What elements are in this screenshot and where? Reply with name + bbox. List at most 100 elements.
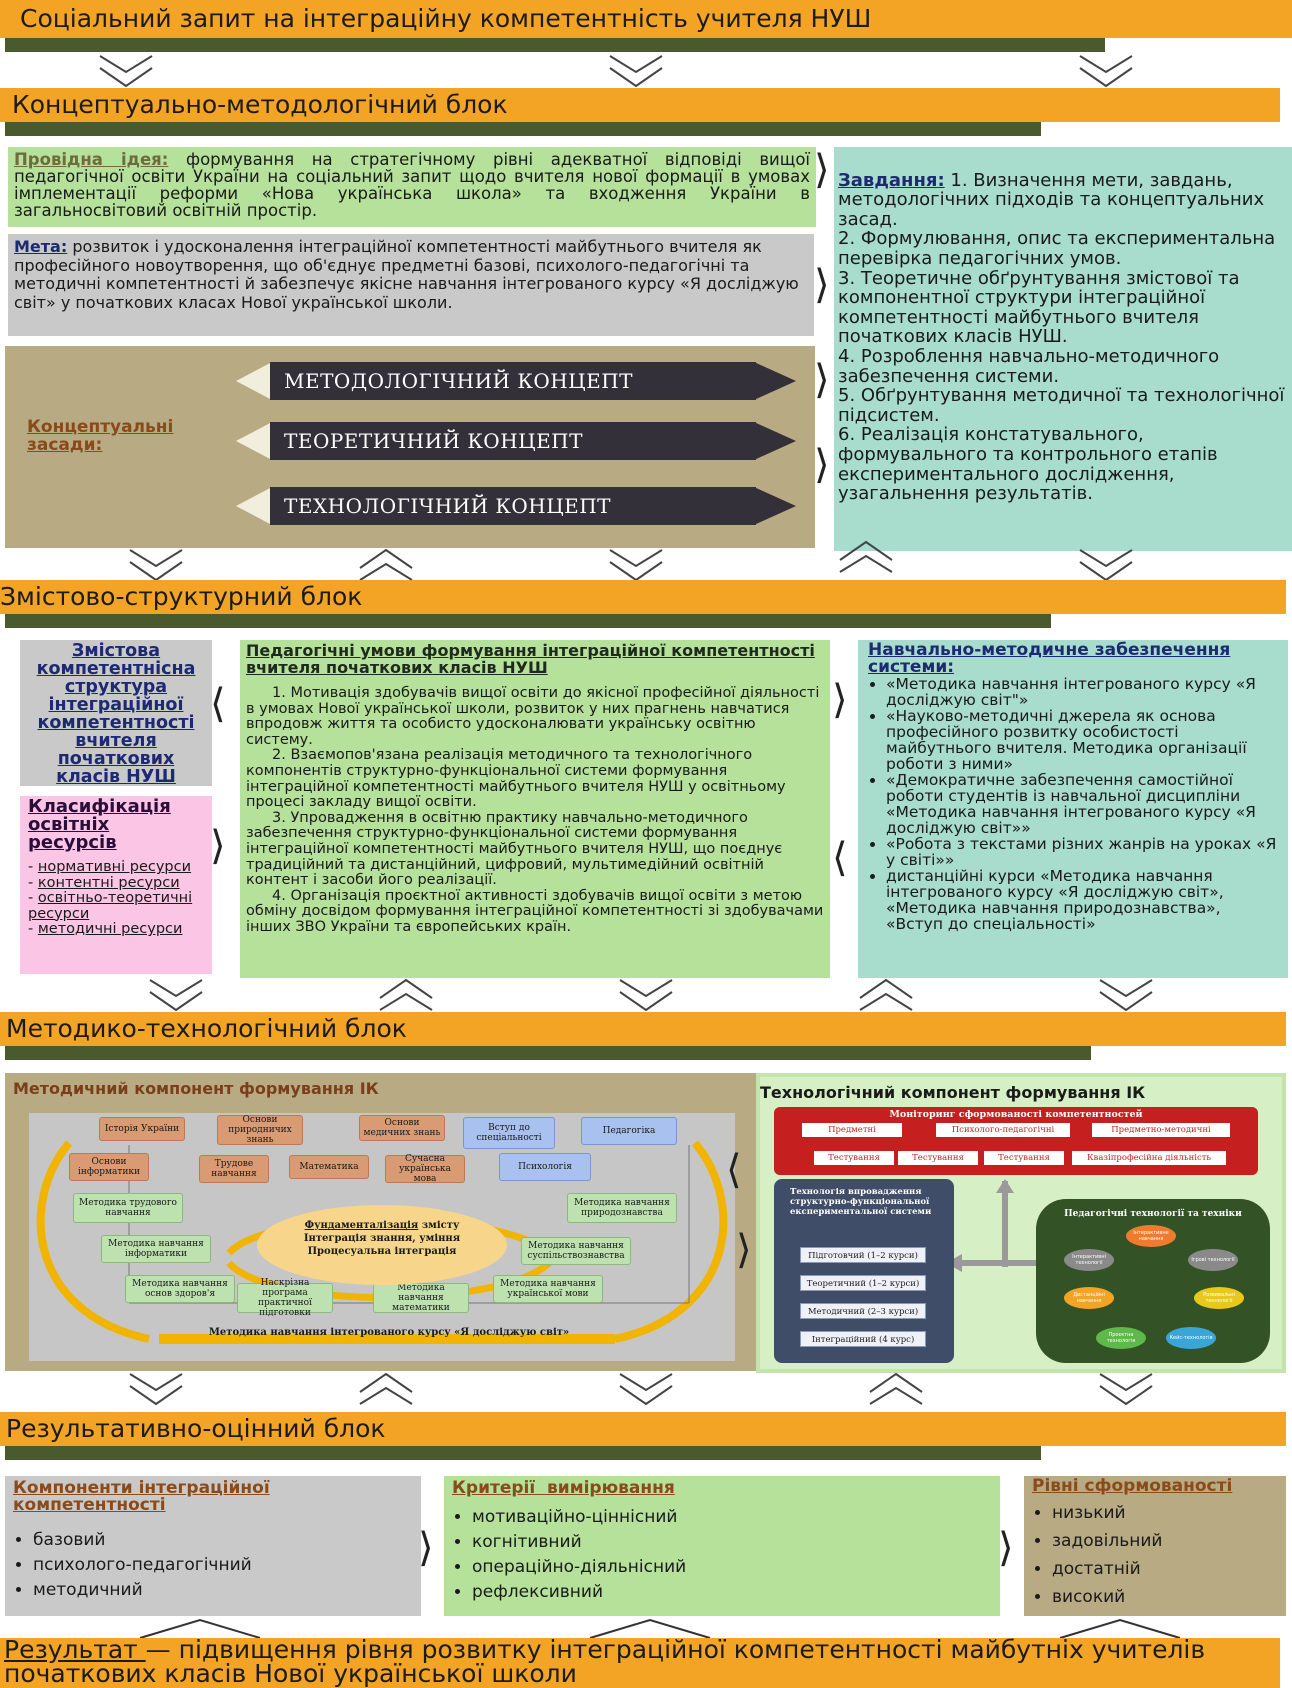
block2-strip [5, 614, 1051, 628]
method-label: Методичний компонент формування ІК [13, 1079, 379, 1098]
method-node: Методика навчання інформатики [101, 1235, 211, 1263]
support-item: «Науково-методичні джерела як основа про… [886, 708, 1278, 772]
method-node: Історія України [99, 1117, 185, 1141]
criteria-box: Критерії вимірювання мотиваційно-ціннісн… [444, 1476, 1000, 1616]
levels-label: Рівні сформованості [1032, 1476, 1233, 1496]
criteria-label: Критерії вимірювання [452, 1478, 675, 1498]
center-ellipse: Фундаменталізація змісту Інтеграція знан… [257, 1205, 507, 1285]
classification-label: Класифікація освітніх ресурсів [28, 796, 171, 853]
chevron-right-icon: ⟩ [418, 1525, 434, 1571]
down-arrow-icon [1079, 55, 1133, 88]
level-item: достатній [1052, 1555, 1278, 1583]
stage-item: Теоретичний (1–2 курси) [800, 1275, 926, 1291]
result-bar: Результат — підвищення рівня розвитку ін… [0, 1638, 1280, 1688]
down-arrow-icon [619, 1373, 673, 1406]
method-node: Методика навчання математики [373, 1283, 469, 1313]
chevron-right-icon: ⟩ [814, 442, 830, 488]
stage-item: Підготовчий (1–2 курси) [800, 1247, 926, 1263]
down-arrow-icon [129, 1373, 183, 1406]
tasks-box: Завдання: 1. Визначення мети, завдань, м… [834, 147, 1292, 551]
ped-tech-title: Педагогічні технології та техніки [1064, 1209, 1242, 1219]
chevron-right-icon: ⟩ [210, 823, 226, 869]
block3-title: Методико-технологічний блок [6, 1014, 407, 1043]
stage-item: Інтеграційний (4 курс) [800, 1331, 926, 1347]
method-diagram: Історія України Основи природничих знань… [29, 1113, 735, 1361]
level-item: низький [1052, 1499, 1278, 1527]
idea-label: Провідна ідея: [14, 150, 169, 169]
block1-strip [5, 122, 1041, 136]
concept-methodological: МЕТОДОЛОГІЧНИЙ КОНЦЕПТ [270, 362, 756, 400]
tasks-text: 1. Визначення мети, завдань, методологіч… [838, 169, 1285, 505]
center-line: Інтеграція знання, уміння [303, 1233, 461, 1244]
down-arrow-icon [1079, 549, 1133, 582]
chevron-left-icon: ⟨ [832, 835, 848, 881]
monitor-test: Квазіпрофесійна діяльність [1072, 1151, 1226, 1165]
resource-item: - методичні ресурси [28, 921, 183, 937]
up-arrow-icon [859, 978, 913, 1011]
ped-tech-node: Ігрові технології [1188, 1249, 1238, 1271]
method-node: Методика навчання основ здоров'я [125, 1275, 235, 1303]
down-arrow-icon [609, 549, 663, 582]
goal-text: розвиток і удосконалення інтеграційної к… [14, 237, 799, 312]
down-arrow-icon [149, 979, 203, 1012]
concept-pencil: МЕТОДОЛОГІЧНИЙ КОНЦЕПТ [236, 362, 796, 400]
concept-pencil: ТЕОРЕТИЧНИЙ КОНЦЕПТ [236, 422, 796, 460]
method-node: Педагогіка [581, 1117, 677, 1145]
block3-title-bar: Методико-технологічний блок [0, 1012, 1286, 1046]
chevron-right-icon: ⟩ [814, 262, 830, 308]
method-node: Трудове навчання [199, 1155, 269, 1183]
criteria-item: операційно-діяльнісний [472, 1555, 992, 1580]
tech-impl-title: Технологія впровадження структурно-функц… [790, 1187, 932, 1217]
chevron-right-icon: ⟩ [814, 147, 830, 193]
support-item: «Методика навчання інтегрованого курсу «… [886, 676, 1278, 708]
down-arrow-icon [99, 55, 153, 88]
method-node: Методика навчання природознавства [567, 1193, 677, 1223]
up-arrow-icon [379, 978, 433, 1011]
method-node: Методика трудового навчання [73, 1193, 183, 1223]
method-node: Вступ до спеціальності [463, 1117, 555, 1149]
ped-tech-node: Інтерактивні технології [1064, 1249, 1114, 1271]
structure-box: Змістова компетентнісна структура інтегр… [20, 640, 212, 786]
block3-strip [5, 1046, 1091, 1060]
monitor-box: Моніторинг сформованості компетентностей… [774, 1107, 1258, 1175]
condition-item: 3. Упровадження в освітню практику навча… [246, 809, 783, 889]
tech-impl-box: Технологія впровадження структурно-функц… [774, 1179, 954, 1363]
ped-tech-node: Кейс-технологія [1166, 1327, 1216, 1349]
ped-tech-box: Педагогічні технології та техніки Інтера… [1036, 1199, 1270, 1363]
header-strip [5, 38, 1105, 52]
support-item: дистанційні курси «Методика навчання інт… [886, 868, 1278, 932]
down-arrow-icon [1099, 979, 1153, 1012]
ped-tech-node: Розвивальні технології [1194, 1287, 1244, 1309]
component-item: базовий [33, 1528, 413, 1553]
structure-text: Змістова компетентнісна структура інтегр… [36, 641, 196, 787]
result-text: — підвищення рівня розвитку інтеграційно… [4, 1638, 1206, 1688]
method-node: Методика навчання української мови [493, 1275, 603, 1303]
ped-tech-node: Дистанційні навчання [1064, 1287, 1114, 1309]
level-item: високий [1052, 1583, 1278, 1611]
concept-label: Концептуальні засади: [27, 417, 174, 455]
condition-item: 2. Взаємопов'язана реалізація методичног… [246, 747, 786, 811]
chevron-right-icon: ⟩ [832, 677, 848, 723]
support-item: «Робота з текстами різних жанрів на урок… [886, 836, 1278, 868]
up-arrow-icon [359, 548, 413, 581]
ped-tech-node: Інтерактивне навчання [1126, 1225, 1176, 1247]
monitor-col: Психолого-педагогічні [936, 1123, 1070, 1137]
monitor-test: Тестування [984, 1151, 1064, 1165]
up-arrow-icon [839, 540, 893, 573]
block2-title-bar: Змістово-структурний блок [0, 580, 1286, 614]
ped-tech-node: Проєктна технологія [1096, 1327, 1146, 1349]
idea-text: формування на стратегічному рівні адеква… [14, 150, 810, 220]
up-arrow-icon [869, 1372, 923, 1405]
components-box: Компоненти інтеграційної компетентності … [5, 1476, 421, 1616]
tech-label: Технологічний компонент формування ІК [760, 1083, 1146, 1102]
chevron-right-icon: ⟩ [814, 357, 830, 403]
method-node: Психологія [499, 1153, 591, 1181]
component-item: психолого-педагогічний [33, 1553, 413, 1578]
chevron-left-icon: ⟨ [726, 1147, 742, 1193]
result-label: Результат [4, 1638, 146, 1664]
method-node: Математика [289, 1155, 369, 1179]
component-item: методичний [33, 1578, 413, 1603]
method-node: Наскрізна програма практичної підготовки [237, 1278, 333, 1318]
concept-technological: ТЕХНОЛОГІЧНИЙ КОНЦЕПТ [270, 487, 756, 525]
header-bar: Соціальний запит на інтеграційну компете… [0, 0, 1292, 38]
